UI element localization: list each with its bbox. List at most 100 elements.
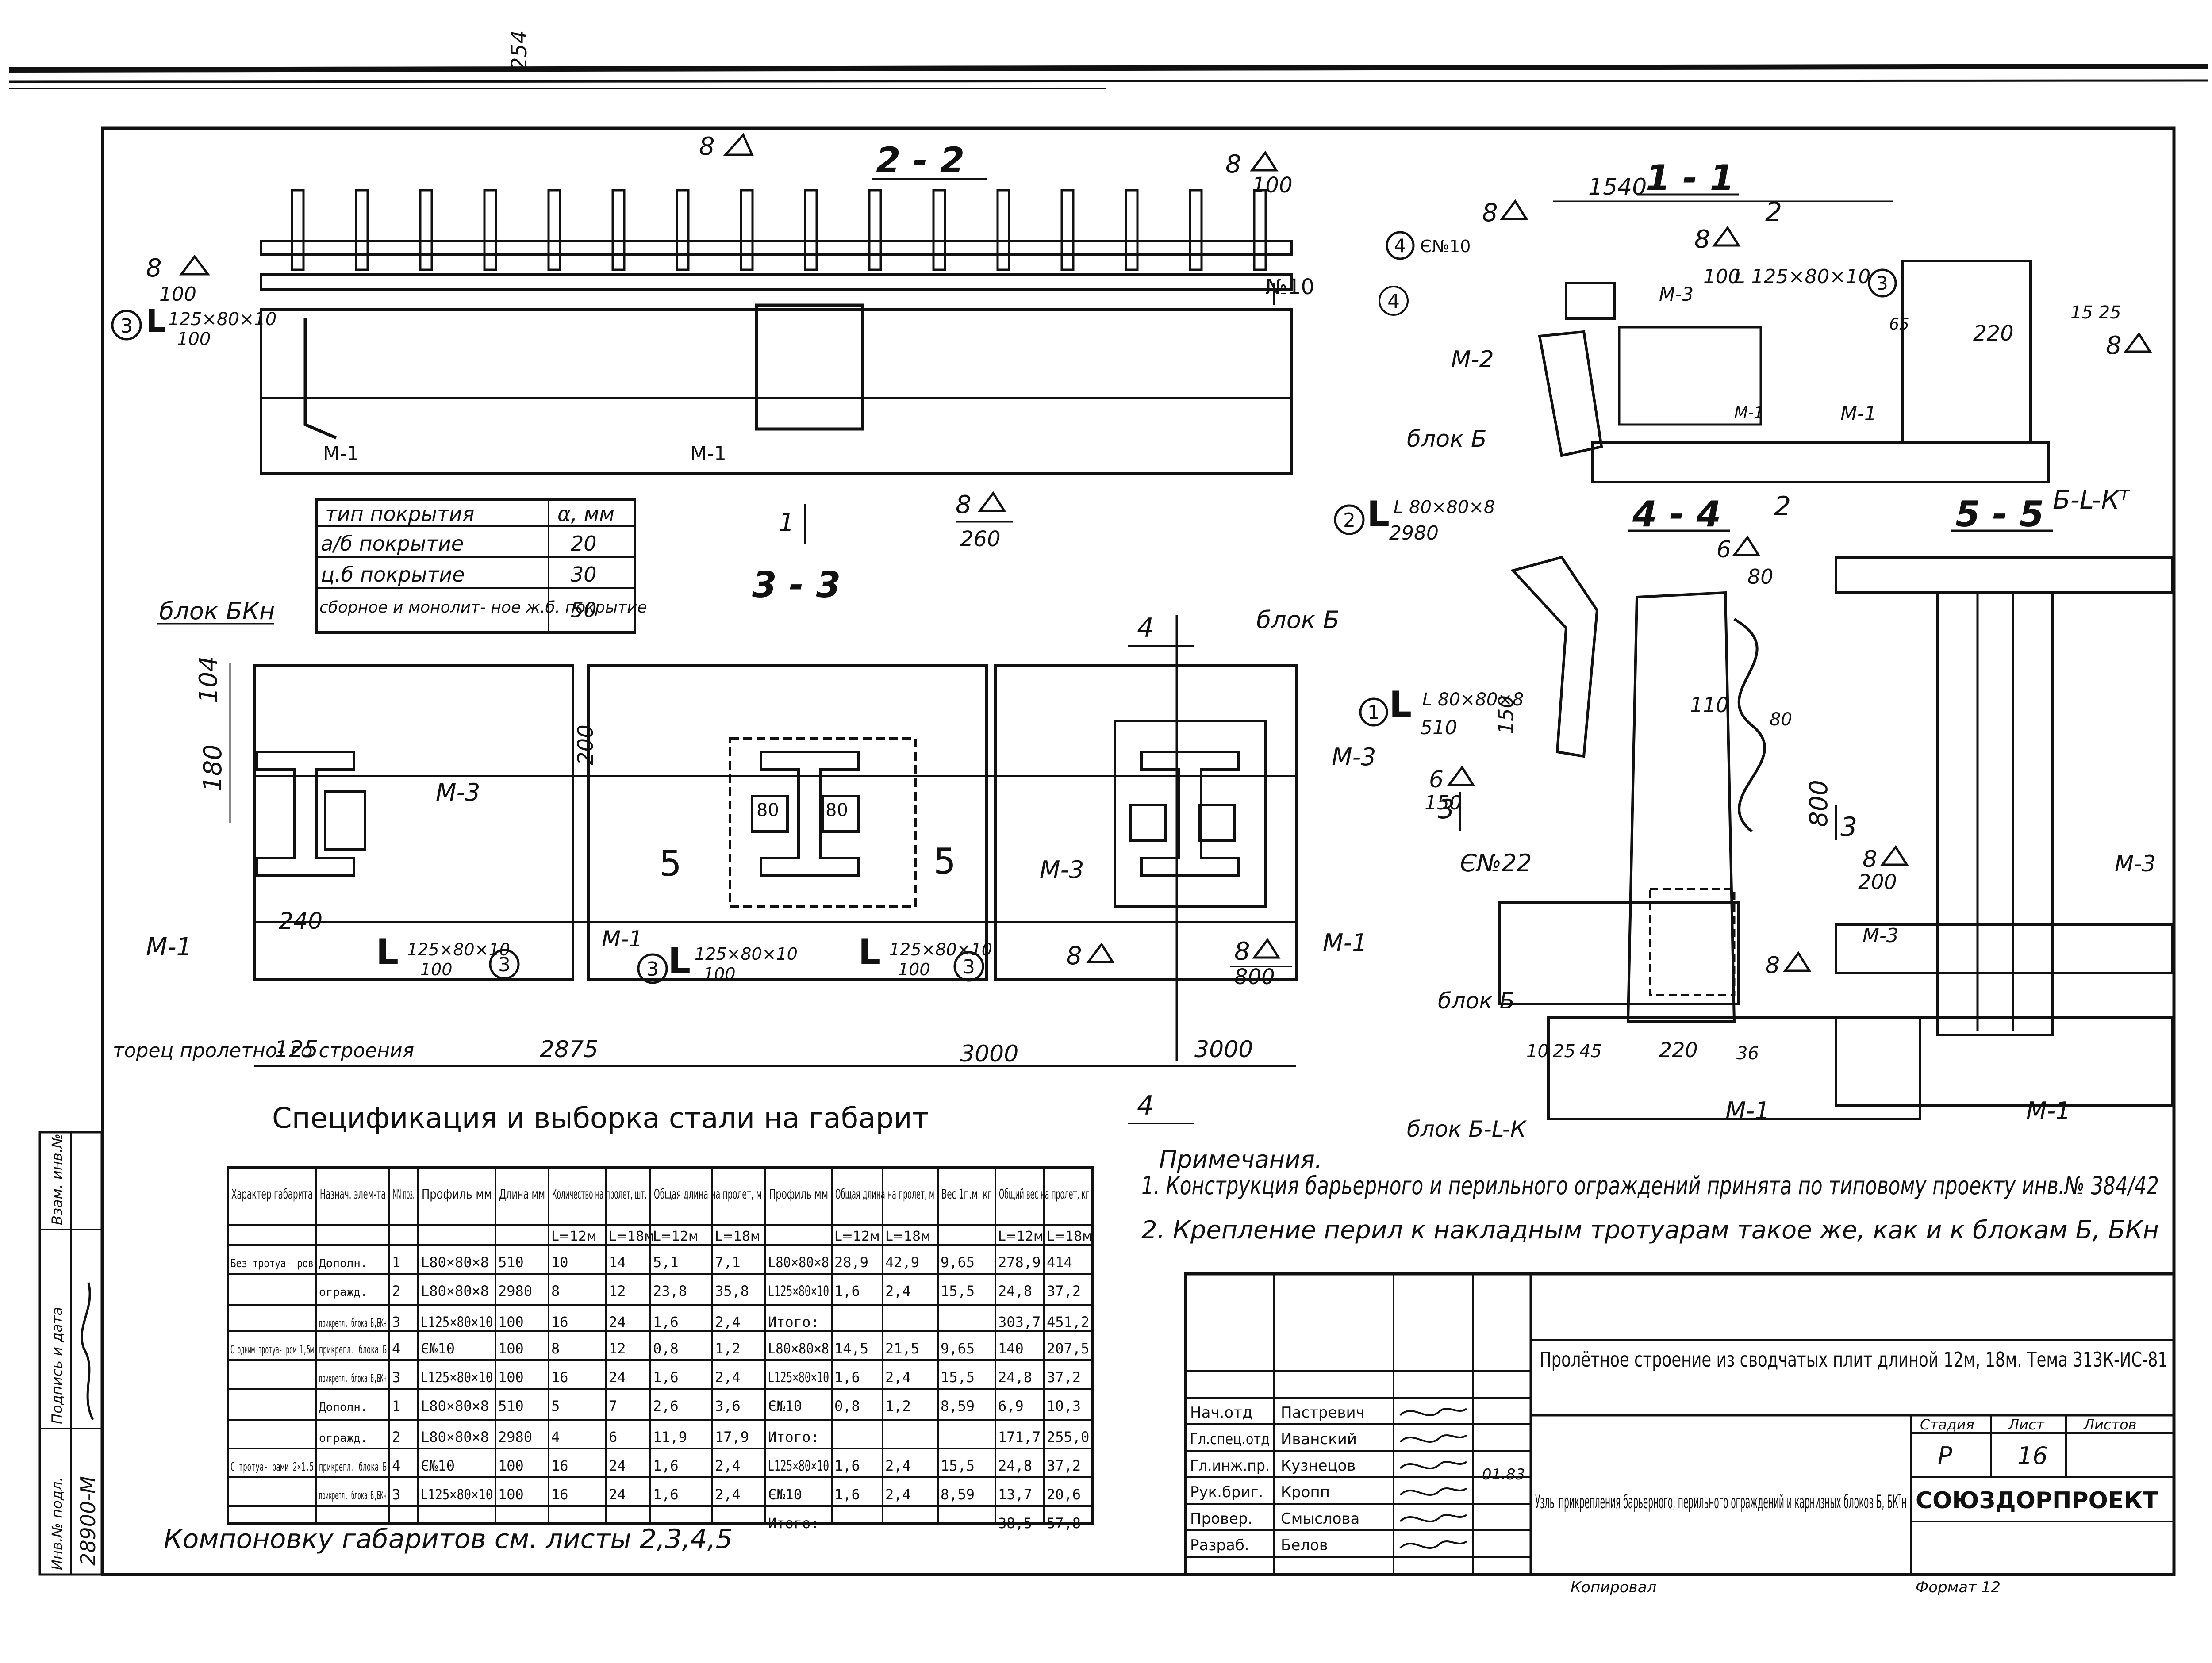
tb-person: Кузнецов xyxy=(1281,1457,1356,1475)
spec-cell: 37,2 xyxy=(1047,1283,1081,1299)
rail-post xyxy=(740,189,754,271)
spec-cell: 1,6 xyxy=(834,1283,860,1299)
svg-text:1: 1 xyxy=(779,508,795,537)
spec-subheader: L=18м xyxy=(1047,1229,1092,1244)
svg-text:6: 6 xyxy=(1429,766,1444,793)
dim-45: 45 xyxy=(1579,1041,1602,1061)
spec-subheader: L=18м xyxy=(885,1229,931,1244)
m1-label-g: М-1 xyxy=(1734,404,1764,422)
svg-text:8: 8 xyxy=(1482,199,1498,227)
top-edge-lines xyxy=(8,64,2208,89)
spec-cell: 100 xyxy=(498,1340,524,1357)
svg-text:125×80×10: 125×80×10 xyxy=(889,940,992,959)
spec-cell: 24,8 xyxy=(998,1369,1032,1386)
spec-cell: 16 xyxy=(551,1486,568,1503)
spec-cell: 16 xyxy=(551,1314,568,1330)
spec-cell: Є№10 xyxy=(421,1340,455,1357)
svg-text:2: 2 xyxy=(1343,509,1356,532)
rail-post xyxy=(996,189,1010,271)
coating-row-1-name: ц.б покрытие xyxy=(321,563,465,586)
spec-cell: 1 xyxy=(392,1254,400,1271)
rail-post xyxy=(291,189,305,271)
spec-cell: 2,4 xyxy=(715,1314,741,1330)
m1-label-d: М-1 xyxy=(602,926,643,952)
spec-cell: прикрепл. блока Б xyxy=(319,1460,387,1474)
spec-cell: L80×80×8 xyxy=(421,1254,489,1271)
spec-cell: 1,6 xyxy=(653,1457,679,1474)
svg-text:L: L xyxy=(668,940,691,981)
spec-header: NN поз. xyxy=(393,1187,415,1202)
spec-cell: 8 xyxy=(551,1283,560,1299)
m1-label-e: М-1 xyxy=(1323,929,1367,957)
spec-cell: 1,2 xyxy=(885,1398,911,1414)
spec-cell: 8,59 xyxy=(941,1486,975,1503)
tb-person: Иванский xyxy=(1281,1430,1357,1448)
dim-150-v: 150 xyxy=(1494,695,1518,734)
notes-title: Примечания. xyxy=(1159,1146,1322,1173)
svg-text:100: 100 xyxy=(898,960,930,979)
svg-text:125×80×10: 125×80×10 xyxy=(695,944,798,964)
spec-section: Спецификация и выборка стали на габарит … xyxy=(164,1102,1094,1555)
tb-role: Провер. xyxy=(1190,1510,1252,1528)
m3-label-d: М-3 xyxy=(1659,284,1694,305)
section-title-4-4: 4 - 4 xyxy=(1632,494,1721,535)
rail-post xyxy=(419,189,433,271)
svg-text:L: L xyxy=(1389,684,1412,725)
spec-cell: Є№10 xyxy=(768,1486,802,1503)
dim-200: 200 xyxy=(573,724,598,765)
dim-80-a: 80 xyxy=(757,800,779,820)
spec-cell: 4 xyxy=(392,1457,400,1474)
rail-post xyxy=(547,189,561,271)
svg-text:80: 80 xyxy=(1770,709,1792,730)
svg-text:8: 8 xyxy=(1066,942,1082,970)
spec-cell: Є№10 xyxy=(421,1457,455,1474)
weld-dim-200: 200 xyxy=(1858,870,1897,894)
spec-cell: 14,5 xyxy=(834,1340,868,1357)
spec-cell: 1,6 xyxy=(834,1486,860,1503)
svg-text:5: 5 xyxy=(659,843,682,884)
spec-cell: 0,8 xyxy=(834,1398,860,1414)
svg-text:3: 3 xyxy=(1876,272,1888,294)
weld-dim-100: 100 xyxy=(1252,173,1293,198)
svg-text:L: L xyxy=(1367,494,1390,535)
dim-800-v: 800 xyxy=(1805,780,1833,827)
spec-cell: 57,8 xyxy=(1047,1515,1081,1532)
spec-cell: Итого: xyxy=(768,1429,819,1445)
dim-80-b: 80 xyxy=(826,800,848,820)
spec-cell: L125×80×10 xyxy=(421,1369,493,1386)
svg-text:100: 100 xyxy=(1703,265,1740,288)
spec-cell: огражд. xyxy=(319,1286,368,1299)
stamp-inv-value: 28900-М xyxy=(76,1476,100,1566)
dim-2980: 2980 xyxy=(1389,522,1439,544)
m3-label-c: М-3 xyxy=(1332,743,1376,771)
spec-cell: 255,0 xyxy=(1047,1429,1089,1445)
spec-cell: 7,1 xyxy=(715,1254,741,1271)
spec-cell: 3,6 xyxy=(715,1398,741,1414)
tb-signature xyxy=(1399,1461,1467,1469)
section-3-3: 3 - 3 блок Б 4 80 80 М-3 М-3 М-3 5 5 xyxy=(113,30,1376,1124)
spec-cell: 1,6 xyxy=(834,1457,860,1474)
spec-cell: 24 xyxy=(609,1457,626,1474)
svg-text:125×80×10: 125×80×10 xyxy=(407,940,510,959)
dim-15-25: 15 25 xyxy=(2070,303,2121,323)
spec-title: Спецификация и выборка стали на габарит xyxy=(272,1102,929,1135)
spec-header: Характер габарита xyxy=(231,1187,313,1202)
tb-person: Белов xyxy=(1281,1537,1328,1554)
spec-cell: 278,9 xyxy=(998,1254,1041,1271)
sheet-frame xyxy=(101,126,2176,1576)
spec-cell: 38,5 xyxy=(998,1515,1032,1532)
section-4-4: 4 - 4 2 6 80 110 80 800 150 Є№22 блок Б … xyxy=(1407,491,1921,1142)
spec-cell: 510 xyxy=(498,1254,524,1271)
dim-110: 110 xyxy=(1690,693,1729,717)
svg-text:1: 1 xyxy=(1367,701,1379,723)
blok-b-l-k-label: блок Б-L-К xyxy=(1407,1116,1527,1142)
spec-cell: 15,5 xyxy=(941,1283,975,1299)
spec-cell: 24,8 xyxy=(998,1457,1032,1474)
spec-cell: 2,4 xyxy=(885,1457,911,1474)
dim-240: 240 xyxy=(279,908,323,935)
dim-150-weld: 150 xyxy=(1425,792,1462,814)
svg-text:2: 2 xyxy=(1765,197,1782,228)
torets-label: торец пролетно- го строения xyxy=(113,1039,414,1062)
spec-cell: 9,65 xyxy=(941,1340,975,1357)
tb-role: Рук.бриг. xyxy=(1190,1483,1263,1501)
